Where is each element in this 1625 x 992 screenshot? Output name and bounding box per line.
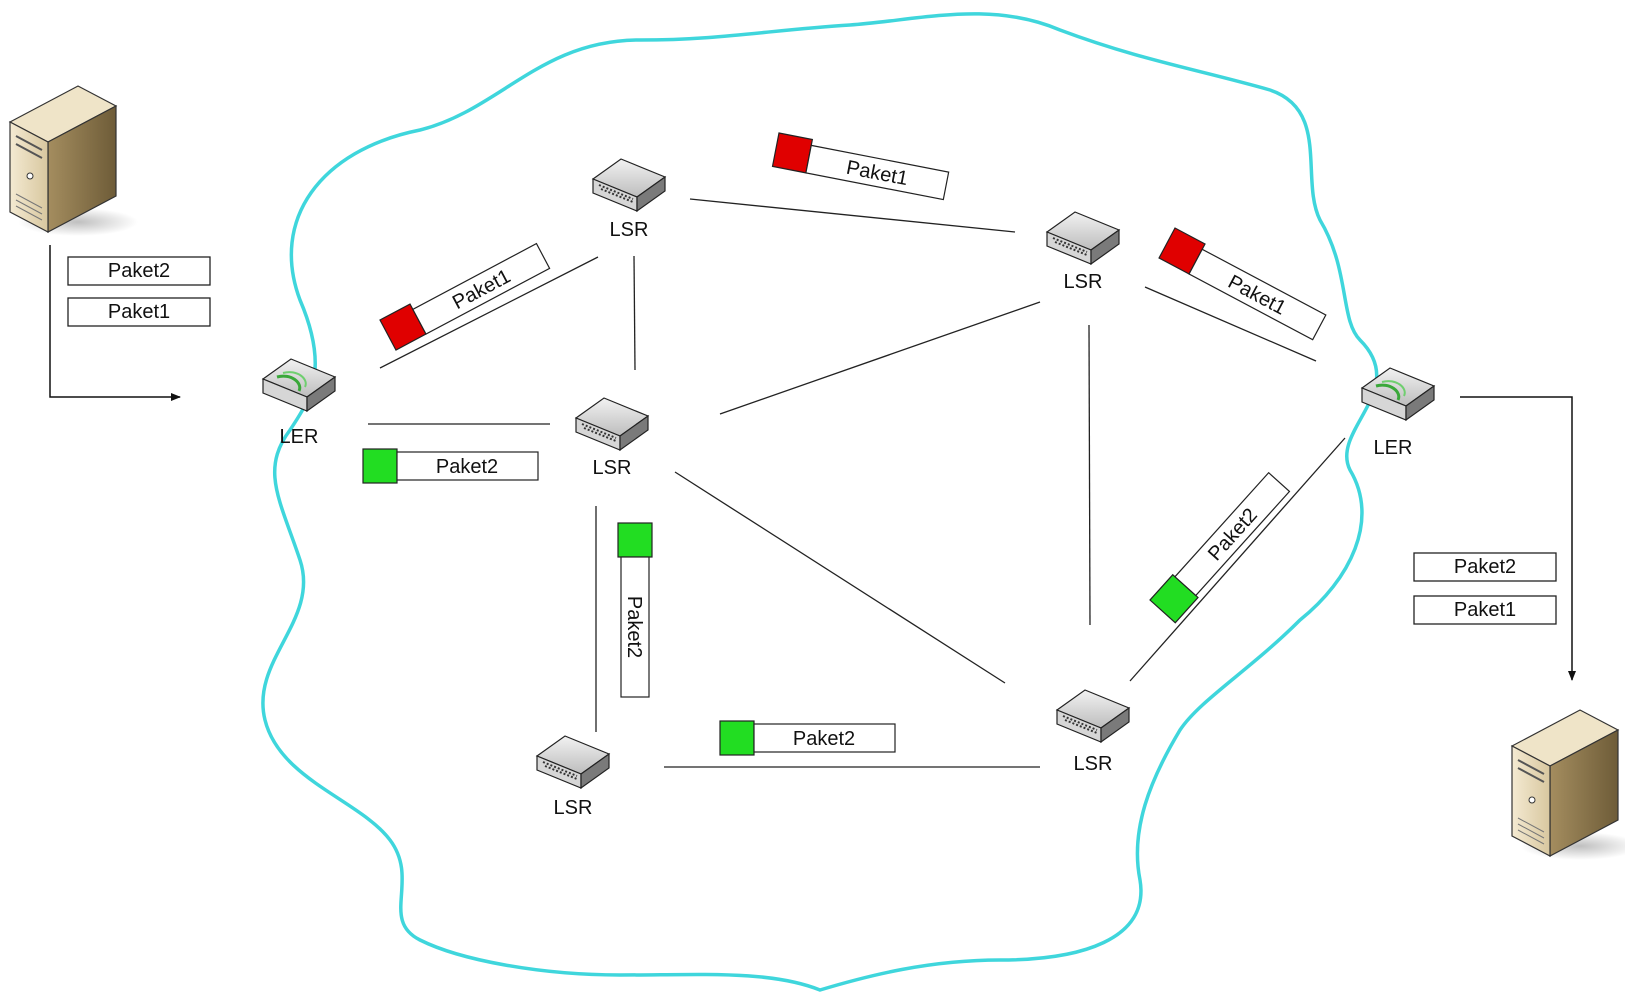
switch-icon	[535, 735, 611, 790]
router-label-lsr-top: LSR	[610, 219, 649, 241]
edge-router-icon	[1360, 367, 1436, 422]
link-lsrtop-lsrcenter	[633, 255, 636, 371]
link-lerleft-lsrtop	[379, 256, 599, 369]
server-icon	[1510, 709, 1625, 860]
switch-icon	[1045, 211, 1121, 266]
dest-queue-packet-bottom: Paket1	[1454, 599, 1516, 621]
source-queue-packet-bottom: Paket1	[108, 301, 170, 323]
router-label-ler-right: LER	[1374, 437, 1413, 459]
edge-router-icon	[261, 358, 337, 413]
router-label-lsr-center: LSR	[593, 457, 632, 479]
arrow-icon	[49, 245, 1576, 681]
packet-paket2-lsrbottomright-to-lerright: Paket2	[1149, 471, 1291, 624]
link-lsrtopright-lsrbottomright	[1088, 324, 1091, 626]
link-lsrtop-lsrtopright	[689, 198, 1016, 233]
ingress-arrow	[49, 245, 181, 401]
source-packet-queue: Paket2 Paket1	[67, 256, 211, 327]
packet-paket1-lsrtopright-to-lerright: Paket1	[1158, 227, 1327, 341]
packet-paket2-ler-to-lsrcenter: Paket2	[362, 448, 539, 484]
network-links	[368, 198, 1346, 768]
server-icon	[8, 85, 138, 236]
switch-icon	[1055, 689, 1131, 744]
router-label-ler-left: LER	[280, 426, 319, 448]
source-queue-packet-top: Paket2	[108, 260, 170, 282]
dest-packet-queue: Paket2 Paket1	[1413, 552, 1557, 625]
router-label-lsr-topright: LSR	[1064, 271, 1103, 293]
egress-arrow	[1460, 396, 1576, 681]
router-label-lsr-bottomright: LSR	[1074, 753, 1113, 775]
packet-paket1-lsrtop-to-lsrtopright: Paket1	[771, 132, 950, 201]
packet-paket2-lsrcenter-to-lsrbottomleft: Paket2	[617, 522, 653, 698]
link-lsrcenter-lsrbottomright	[674, 471, 1006, 684]
network-cloud-boundary	[261, 12, 1379, 992]
router-label-lsr-bottomleft: LSR	[554, 797, 593, 819]
link-lsrtopright-lerright	[1144, 286, 1317, 362]
packet-label: Paket2	[623, 596, 645, 658]
switch-icon	[591, 158, 667, 213]
link-lsrbottomright-lerright	[1129, 437, 1346, 682]
packet-label: Paket2	[793, 728, 855, 750]
switch-icon	[574, 397, 650, 452]
dest-queue-packet-top: Paket2	[1454, 556, 1516, 578]
packet-paket2-lsrbottomleft-to-lsrbottomright: Paket2	[719, 720, 896, 756]
packet-label: Paket2	[436, 456, 498, 478]
link-lsrcenter-lsrtopright	[719, 301, 1041, 415]
